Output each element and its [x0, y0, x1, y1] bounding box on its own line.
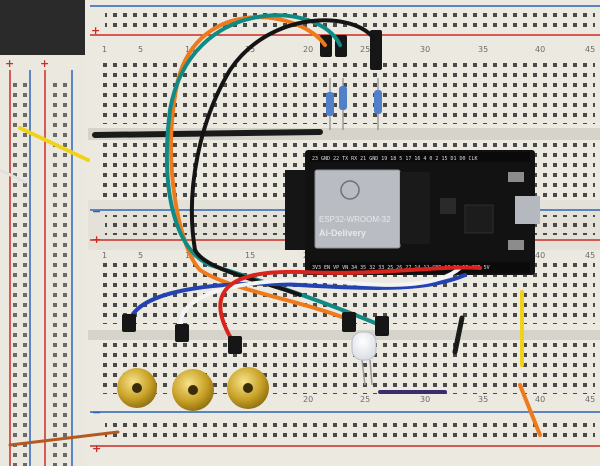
col-num-top-1: 1 [102, 45, 107, 54]
col-num-bot-40: 40 [535, 395, 545, 404]
col-num-bot-30: 30 [420, 395, 430, 404]
resistor-2 [339, 86, 347, 110]
bottom-rail-minus-sign: − [92, 406, 101, 419]
left-rail-plus-sign-2: + [40, 57, 49, 70]
top-rail-plus-sign: + [91, 24, 100, 37]
black-long-wire [189, 18, 377, 297]
gold-touch-pads [117, 367, 269, 411]
left-rail-plus-sign: + [5, 57, 14, 70]
mid-rail-plus-sign: + [92, 233, 101, 246]
mid-rail-minus-sign: − [92, 205, 101, 218]
resistors [326, 78, 382, 130]
left-breadboard: + + [0, 55, 85, 466]
col-num-mid-1: 1 [102, 251, 107, 260]
orange-wire-bottom [518, 383, 542, 437]
brown-wire-left [8, 430, 120, 447]
col-num-top-25: 25 [360, 45, 370, 54]
black-jumper-wire [92, 129, 323, 138]
col-num-mid-40: 40 [535, 251, 545, 260]
col-num-bot-20: 20 [303, 395, 313, 404]
bottom-rail-plus-sign: + [92, 442, 101, 455]
red-wire [218, 265, 482, 347]
col-num-top-30: 30 [420, 45, 430, 54]
resistor-3 [374, 90, 382, 114]
wroom-model-text: ESP32-WROOM-32 [319, 215, 391, 224]
en-button [508, 240, 524, 250]
white-wire-left [0, 168, 27, 184]
col-num-mid-15: 15 [245, 251, 255, 260]
led [351, 331, 377, 386]
col-num-bot-25: 25 [360, 395, 370, 404]
boot-button [508, 172, 524, 182]
esp32-module: 23 GND 22 TX RX 21 GND 19 18 5 17 16 4 0… [285, 150, 540, 275]
esp32-pin-labels-bottom: 3V3 EN VP VN 34 35 32 33 25 26 27 14 12 … [312, 265, 490, 271]
col-num-mid-5: 5 [138, 251, 143, 260]
col-num-bot-45: 45 [585, 395, 595, 404]
col-num-top-40: 40 [535, 45, 545, 54]
micro-usb-port [515, 196, 540, 224]
col-num-top-45: 45 [585, 45, 595, 54]
col-num-top-20: 20 [303, 45, 313, 54]
yellow-wire-left [18, 126, 90, 162]
white-wire [178, 266, 462, 332]
col-num-top-5: 5 [138, 45, 143, 54]
col-num-bot-35: 35 [478, 395, 488, 404]
esp32-pin-labels-top: 23 GND 22 TX RX 21 GND 19 18 5 17 16 4 0… [312, 156, 478, 162]
resistor-1 [326, 92, 334, 116]
blue-wire [128, 273, 467, 322]
jumper-wires [0, 13, 542, 447]
black-jumper-short [452, 315, 465, 355]
wroom-brand-text: Ai-Delivery [319, 228, 366, 238]
ce-mark [340, 180, 360, 200]
col-num-mid-45: 45 [585, 251, 595, 260]
col-num-top-35: 35 [478, 45, 488, 54]
